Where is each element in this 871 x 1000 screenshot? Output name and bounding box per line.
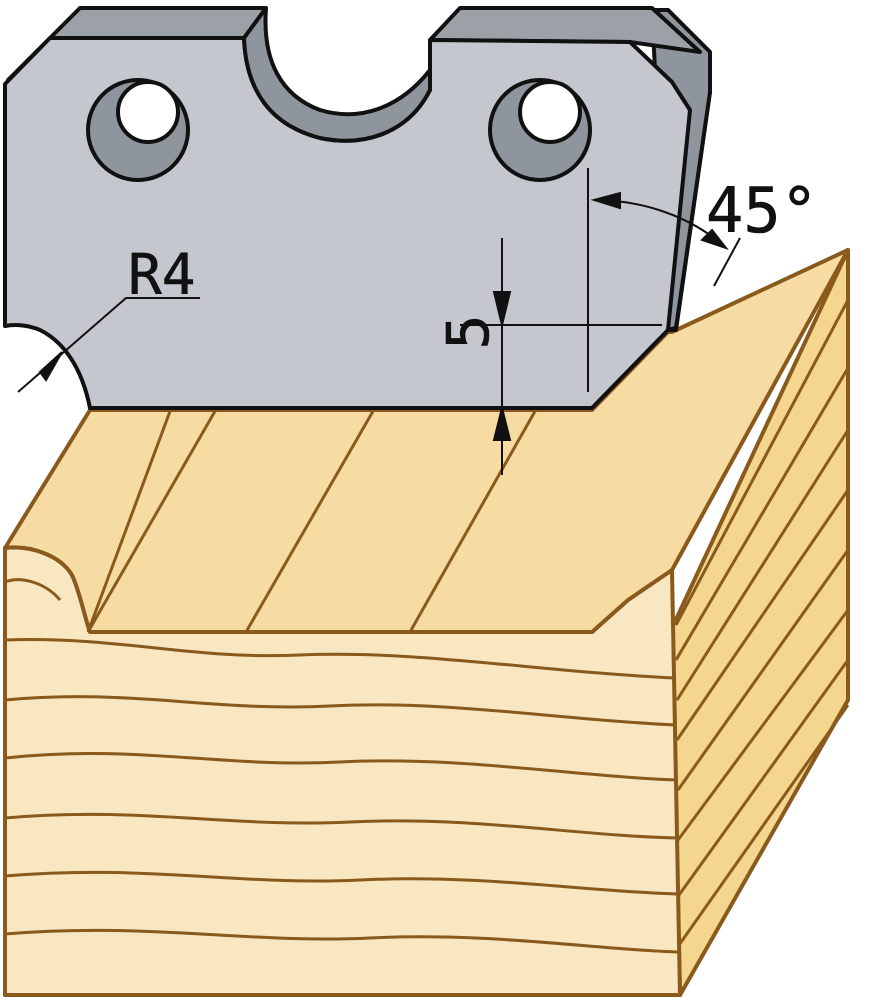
right-mounting-hole (488, 78, 592, 182)
left-mounting-hole (86, 78, 190, 182)
radius-dimension (17, 297, 200, 393)
wood-top-grain (86, 405, 540, 633)
knife-blade (3, 6, 712, 410)
angle-dimension (587, 168, 741, 392)
depth-dimension (460, 238, 662, 475)
wood-front-grain (4, 578, 679, 954)
wood-top-profile (3, 248, 850, 634)
radius-label: R4 (128, 243, 195, 308)
wood-block (3, 248, 850, 997)
angle-label: 45° (706, 174, 818, 247)
depth-label: 5 (434, 315, 502, 350)
blade-notch-wall (242, 6, 432, 143)
dimension-annotations (17, 168, 741, 475)
wood-side-grain (674, 299, 850, 946)
